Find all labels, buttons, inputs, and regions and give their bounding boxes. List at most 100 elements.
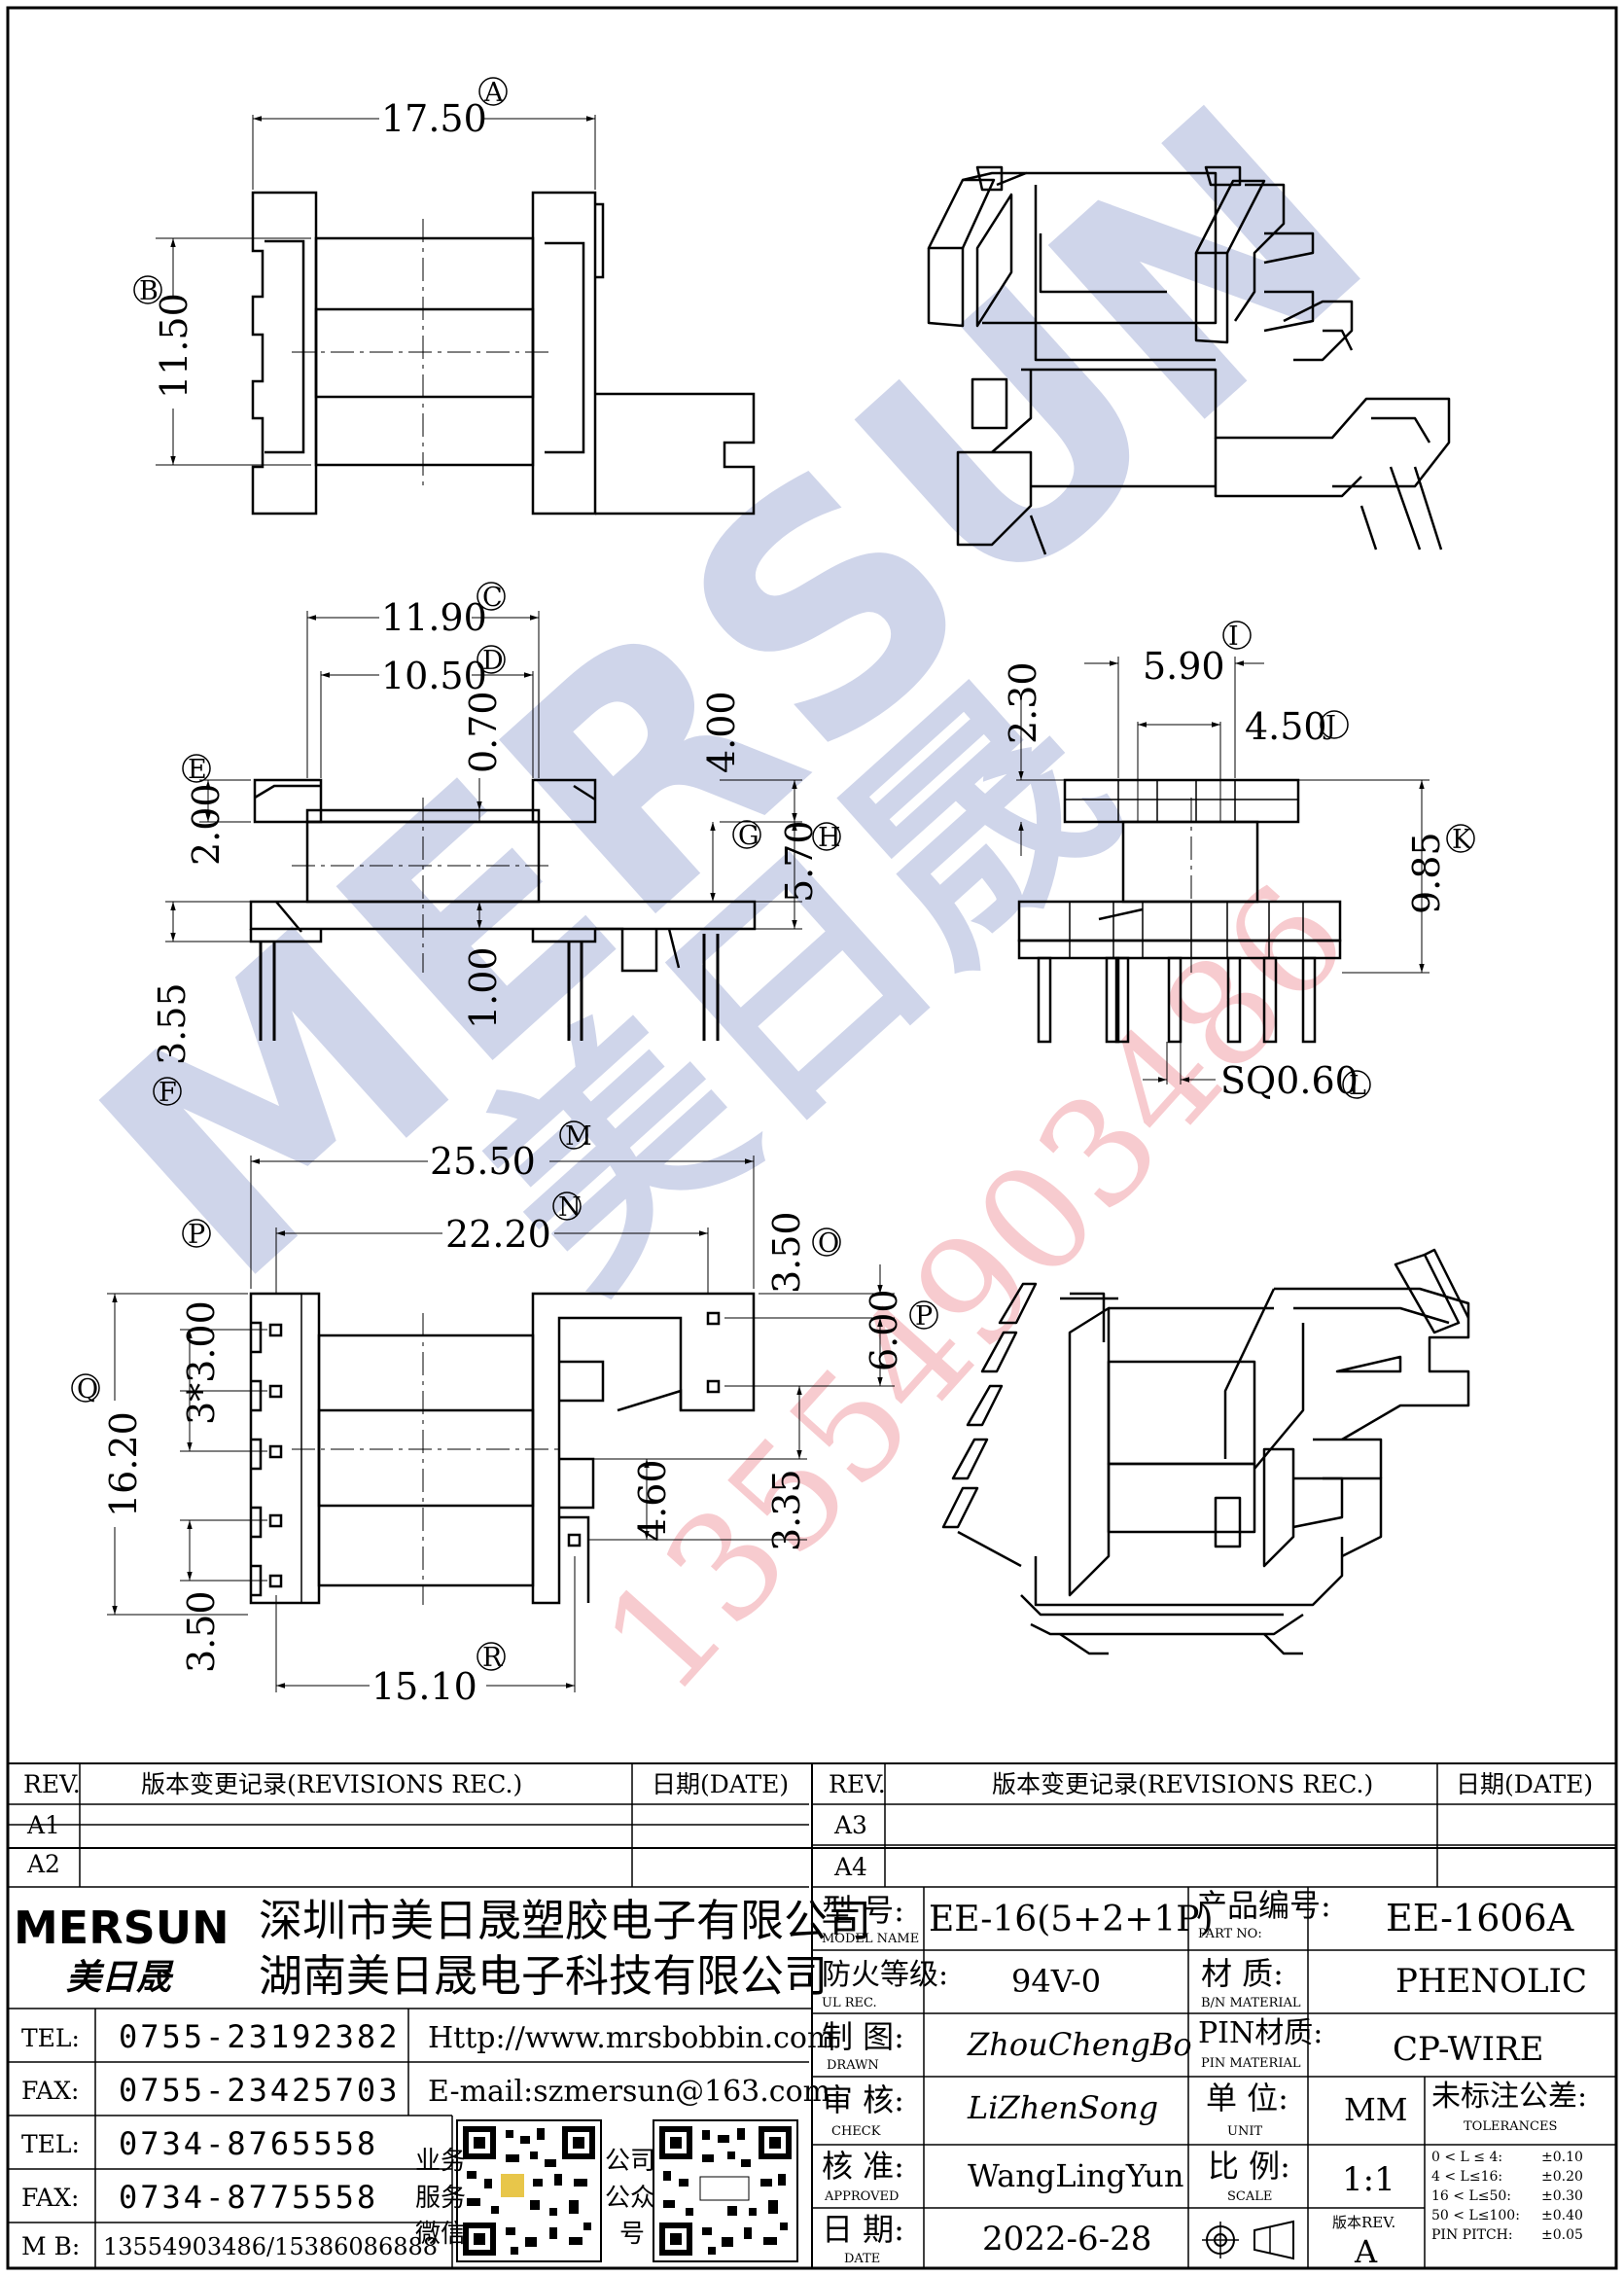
tel2-value: 0734-8765558 [119, 2125, 378, 2162]
top-view [133, 77, 756, 516]
dim-front-inner: 10.50 [381, 655, 487, 697]
revisions-right: REV. 版本变更记录(REVISIONS REC.) 日期(DATE) A3 … [829, 1770, 1593, 1881]
model-sub: MODEL NAME [822, 1932, 919, 1946]
material-value: PHENOLIC [1395, 1962, 1587, 2001]
label-m: M [565, 1121, 592, 1152]
label-k: K [1452, 825, 1472, 855]
check-sub: CHECK [831, 2124, 881, 2139]
dim-side-230: 2.30 [1002, 661, 1044, 744]
rev-row-a1: A1 [26, 1811, 60, 1839]
date-header-right: 日期(DATE) [1456, 1770, 1593, 1798]
scale-sub: SCALE [1227, 2189, 1272, 2204]
dim-bottom-300: 3*3.00 [180, 1300, 223, 1425]
mb-value: 13554903486/15386086888 [103, 2233, 438, 2260]
dim-front-400: 4.00 [700, 691, 743, 773]
date-value: 2022-6-28 [982, 2220, 1151, 2258]
dim-bottom-1510: 15.10 [371, 1665, 477, 1708]
rec-header-right: 版本变更记录(REVISIONS REC.) [992, 1770, 1373, 1798]
iso-view-bottom [941, 1248, 1470, 1655]
model-value: EE-16(5+2+1P) [929, 1900, 1214, 1939]
tol-value-5: ±0.05 [1541, 2227, 1583, 2243]
mb-label: M B: [21, 2232, 80, 2260]
label-l: L [1349, 1071, 1366, 1101]
tol-value-1: ±0.10 [1541, 2150, 1583, 2165]
front-view [153, 582, 841, 1106]
rev-row-a4: A4 [833, 1853, 867, 1881]
rev-header-right: REV. [829, 1770, 886, 1798]
dim-side-985: 9.85 [1405, 832, 1448, 914]
title-block [8, 1762, 1616, 2268]
tol-range-3: 16 < L≤50: [1431, 2188, 1511, 2204]
ver-label: 版本REV. [1332, 2214, 1395, 2231]
label-b: B [139, 276, 159, 306]
tol-value-4: ±0.40 [1541, 2208, 1583, 2223]
dim-front-570: 5.70 [778, 820, 821, 903]
ul-value: 94V-0 [1011, 1963, 1101, 2000]
rev-row-a3: A3 [833, 1811, 867, 1839]
qr-code-public-account [659, 2126, 792, 2256]
iso-view-top [927, 165, 1451, 555]
unit-sub: UNIT [1227, 2124, 1262, 2139]
revisions-left: REV. 版本变更记录(REVISIONS REC.) 日期(DATE) A1 … [23, 1770, 789, 1878]
company-email[interactable]: E-mail:szmersun@163.com [428, 2075, 830, 2109]
label-e: E [188, 755, 207, 785]
qr2-caption-2: 公众 [605, 2184, 655, 2213]
drawn-sub: DRAWN [827, 2058, 879, 2073]
dim-bottom-2220: 22.20 [445, 1213, 551, 1256]
dim-side-450: 4.50 [1245, 705, 1327, 748]
label-h: H [818, 823, 841, 853]
dim-front-200: 2.00 [185, 783, 228, 866]
bottom-view [71, 1120, 938, 1692]
label-o: O [818, 1228, 839, 1259]
label-i: I [1228, 622, 1239, 652]
spec-grid: 型 号: MODEL NAME EE-16(5+2+1P) 产品编号: PART… [822, 1887, 1587, 2270]
pin-sub: PIN MATERIAL [1201, 2056, 1301, 2071]
pin-label: PIN材质: [1198, 2016, 1323, 2050]
tel2-label: TEL: [21, 2130, 80, 2158]
label-q: Q [77, 1374, 98, 1405]
tol-range-2: 4 < L≤16: [1431, 2169, 1502, 2185]
label-p: P [188, 1220, 205, 1250]
dim-bottom-350b: 3.50 [180, 1590, 223, 1673]
mat-sub: B/N MATERIAL [1201, 1996, 1301, 2010]
rev-header-left: REV. [23, 1770, 81, 1798]
company-logo: MERSUN [14, 1902, 229, 1954]
ul-sub: UL REC. [822, 1996, 877, 2010]
qr-code-wechat [463, 2126, 595, 2256]
company-info: MERSUN 美日晟 深圳市美日晟塑胶电子有限公司 湖南美日晟电子科技有限公司 … [14, 1895, 871, 2260]
dim-bottom-350a: 3.50 [765, 1211, 808, 1294]
dim-bottom-1620: 16.20 [102, 1411, 145, 1517]
drawn-label: 制 图: [822, 2018, 904, 2055]
date-header-left: 日期(DATE) [652, 1770, 789, 1798]
dim-bottom-335: 3.35 [765, 1469, 808, 1551]
check-value: LiZhenSong [967, 2089, 1158, 2126]
part-label: 产品编号: [1196, 1887, 1331, 1924]
model-label: 型 号: [822, 1892, 904, 1929]
rec-header-left: 版本变更记录(REVISIONS REC.) [141, 1770, 522, 1798]
approved-label: 核 准: [822, 2148, 904, 2185]
dim-top-height: 11.50 [153, 293, 195, 399]
unit-value: MM [1344, 2091, 1408, 2128]
label-g: G [738, 821, 759, 851]
tol-value-3: ±0.30 [1541, 2188, 1583, 2204]
tol-range-4: 50 < L≤100: [1431, 2208, 1520, 2223]
company-website[interactable]: Http://www.mrsbobbin.com [428, 2021, 834, 2055]
label-a: A [483, 78, 504, 108]
unit-label: 单 位: [1206, 2080, 1289, 2116]
scale-value: 1:1 [1342, 2160, 1395, 2199]
qr1-caption-2: 服务 [415, 2184, 466, 2213]
label-j: J [1323, 711, 1336, 741]
dim-front-355: 3.55 [151, 982, 194, 1065]
label-c: C [482, 583, 503, 613]
drawn-value: ZhouChengBo [967, 2026, 1192, 2063]
part-value: EE-1606A [1386, 1897, 1574, 1939]
dim-front-070: 0.70 [462, 691, 505, 773]
dim-bottom-460: 4.60 [631, 1459, 674, 1542]
dim-top-width: 17.50 [381, 97, 487, 140]
ul-label: 防火等级: [822, 1958, 948, 1992]
dim-bottom-600: 6.00 [863, 1289, 905, 1371]
scale-label: 比 例: [1208, 2148, 1290, 2185]
company-name-2: 湖南美日晟电子科技有限公司 [259, 1950, 828, 2002]
label-f: F [159, 1078, 177, 1108]
